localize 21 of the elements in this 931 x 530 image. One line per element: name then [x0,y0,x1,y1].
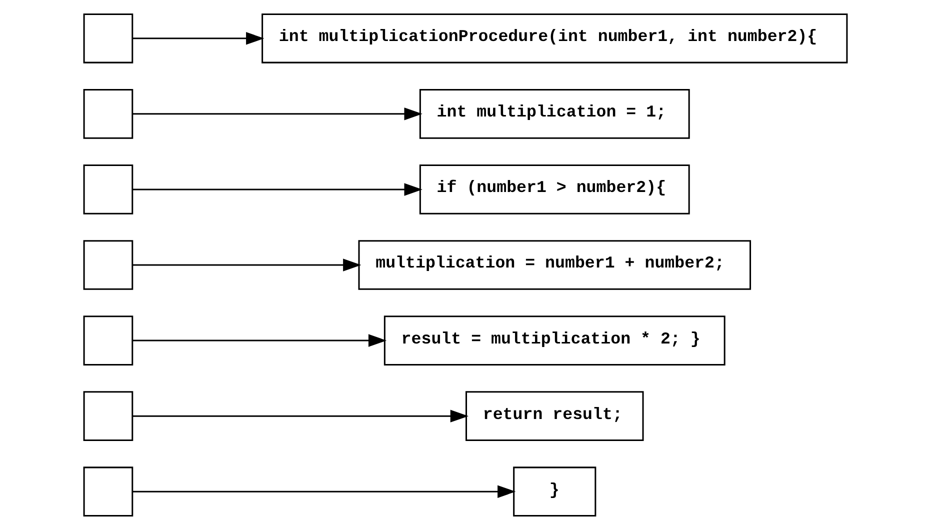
node-box [83,89,134,139]
arrow [132,334,387,347]
node-box: } [513,466,596,517]
node-box: return result; [466,391,644,441]
node-box: int multiplicationProcedure(int number1, int number2){ [262,13,848,64]
node-box: multiplication = number1 + number2; [358,240,752,290]
node-box [83,13,134,64]
arrow [132,258,362,272]
node-box [83,240,134,290]
node-box: result = multiplication * 2; } [384,316,726,366]
node-box [83,164,134,214]
arrow [132,410,469,422]
node-box [83,316,134,366]
arrow [132,32,264,45]
node-box [83,391,134,441]
node-box [83,466,134,517]
arrow [132,183,422,196]
arrow [132,108,422,120]
node-box: int multiplication = 1; [419,89,690,139]
arrow [132,485,516,498]
node-box: if (number1 > number2){ [419,164,690,214]
